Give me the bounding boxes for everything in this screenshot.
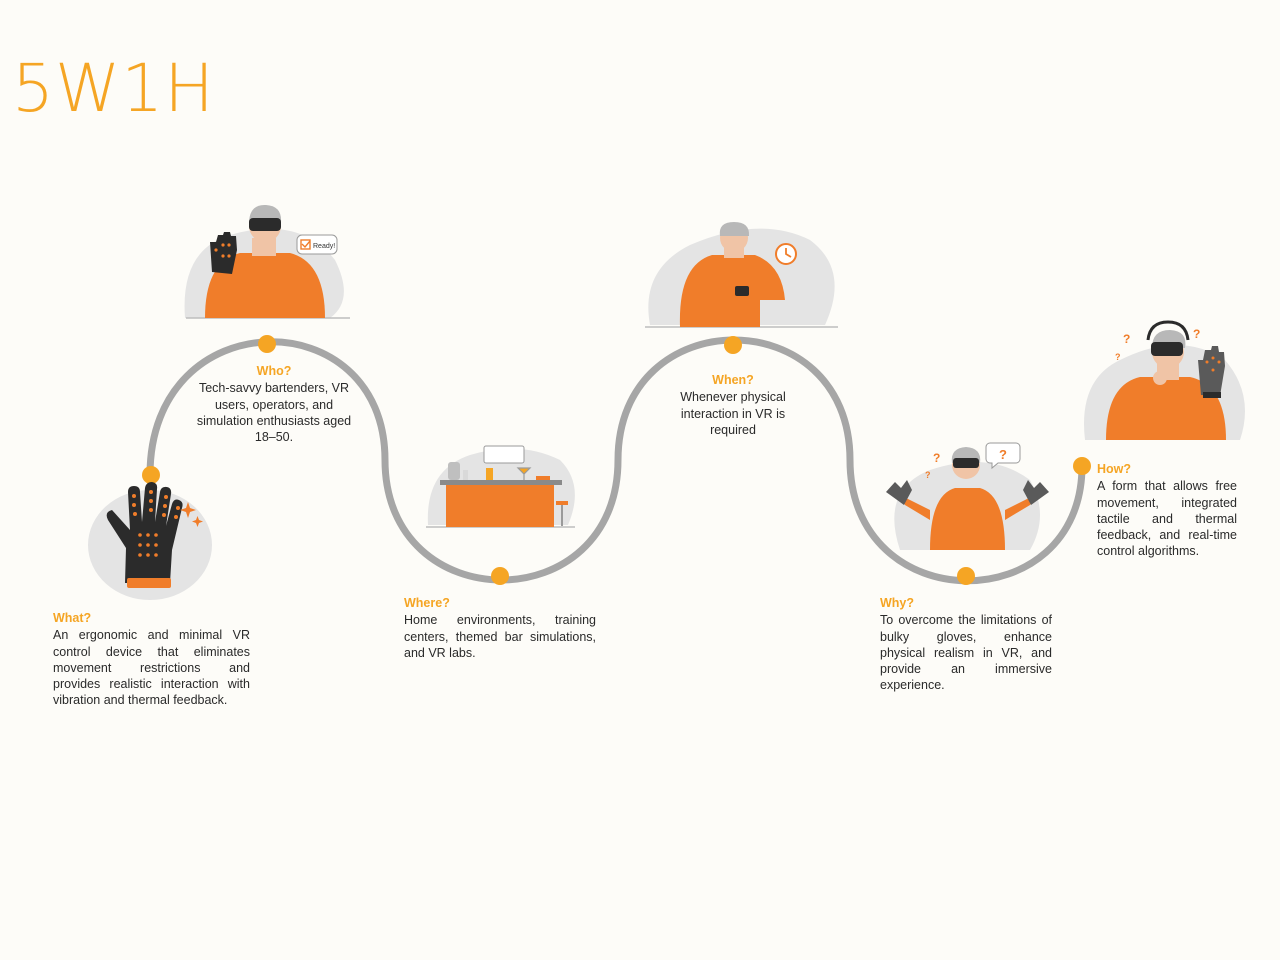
how-description: A form that allows free movement, integr… <box>1097 479 1237 559</box>
timeline-path <box>146 336 1086 585</box>
milestone-dot-what[interactable] <box>142 466 160 484</box>
what-description: An ergonomic and minimal VR control devi… <box>53 628 250 708</box>
what-block: What? An ergonomic and minimal VR contro… <box>53 610 250 709</box>
when-block: When? Whenever physical interaction in V… <box>672 372 794 438</box>
question-mark-3: ? <box>1123 332 1130 346</box>
who-block: Who? Tech-savvy bartenders, VR users, op… <box>196 363 352 445</box>
where-description: Home environments, training centers, the… <box>404 613 596 660</box>
how-block: How? A form that allows free movement, i… <box>1097 461 1237 560</box>
who-description: Tech-savvy bartenders, VR users, operato… <box>196 381 352 445</box>
question-mark-1: ? <box>933 451 940 465</box>
milestone-dot-when[interactable] <box>724 336 742 354</box>
when-heading: When? <box>712 373 754 387</box>
when-description: Whenever physical interaction in VR is r… <box>680 390 786 437</box>
watch-checking-illustration <box>645 222 838 328</box>
milestone-dot-how[interactable] <box>1073 457 1091 475</box>
vr-user-illustration: Ready! <box>184 204 350 319</box>
glove-illustration <box>88 482 212 600</box>
question-mark-4: ? <box>1115 352 1121 362</box>
milestone-dot-why[interactable] <box>957 567 975 585</box>
question-mark-5: ? <box>1193 327 1200 341</box>
why-description: To overcome the limitations of bulky glo… <box>880 613 1052 693</box>
who-heading: Who? <box>256 364 292 378</box>
ready-bubble-text: Ready! <box>313 243 335 250</box>
milestone-dot-where[interactable] <box>491 567 509 585</box>
question-mark-bubble: ? <box>999 447 1007 462</box>
how-heading: How? <box>1097 462 1132 476</box>
why-block: Why? To overcome the limitations of bulk… <box>880 595 1052 694</box>
what-heading: What? <box>53 611 92 625</box>
why-heading: Why? <box>880 596 915 610</box>
page-title: 5W1H <box>12 50 215 127</box>
milestone-dot-who[interactable] <box>258 335 276 353</box>
thinking-vr-user-illustration: ? ? ? <box>1084 320 1245 440</box>
where-heading: Where? <box>404 596 450 610</box>
where-block: Where? Home environments, training cente… <box>404 595 596 661</box>
confused-vr-user-illustration: ? ? ? <box>886 442 1049 550</box>
bar-counter-illustration <box>426 445 575 528</box>
question-mark-2: ? <box>925 470 931 480</box>
